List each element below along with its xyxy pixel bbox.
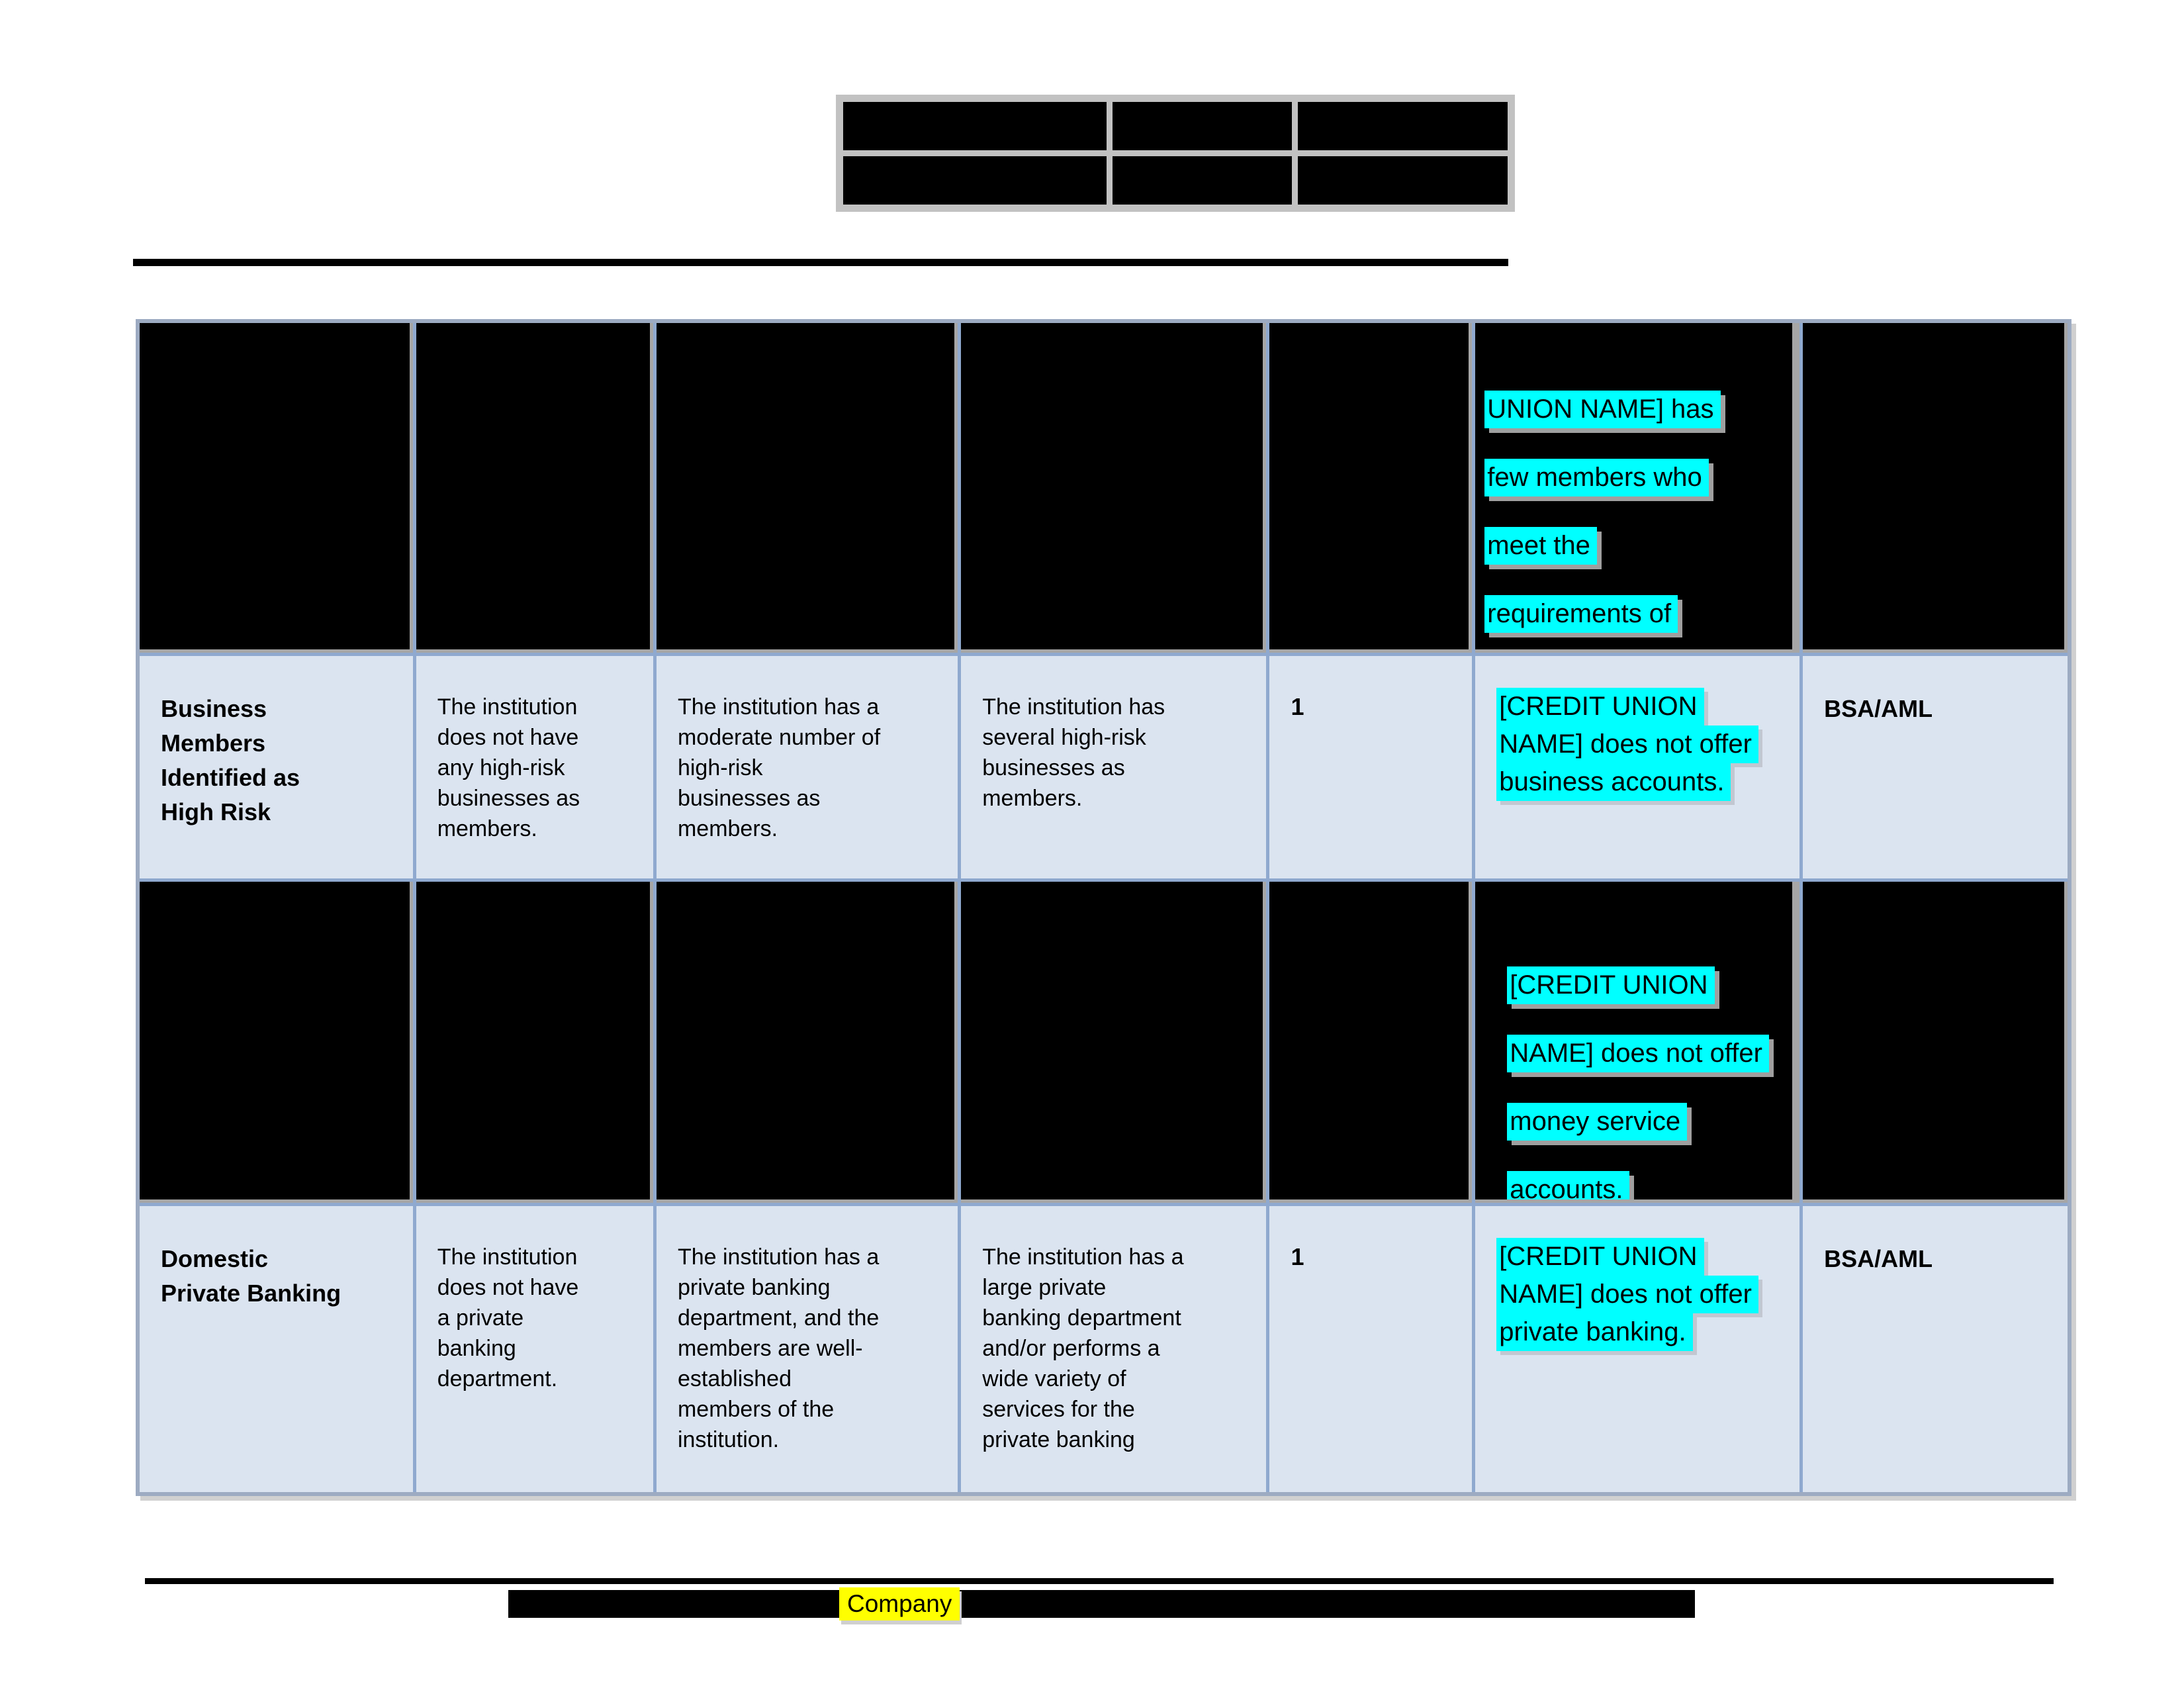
highlighted-comment-line: NAME] does not offer <box>1507 1035 1769 1073</box>
redacted-cell-with-comment: [CREDIT UNION NAME] does not offer money… <box>1475 882 1800 1203</box>
redaction-box <box>1269 882 1473 1203</box>
highlighted-comment-line: money service <box>1507 1103 1688 1141</box>
redaction-box <box>1113 102 1293 150</box>
redaction-box <box>843 102 1107 150</box>
company-highlight-label: Company <box>839 1587 960 1620</box>
program-area-label: BSA/AML <box>1803 656 2068 879</box>
comment-cell: [CREDIT UNION NAME] does not offer priva… <box>1475 1205 1800 1492</box>
highlighted-comment-line: NAME] does not offer <box>1496 1275 1758 1313</box>
highlighted-comment: [CREDIT UNION NAME] does not offer priva… <box>1496 1237 1790 1351</box>
highlighted-comment-line: [CREDIT UNION <box>1496 1237 1704 1276</box>
highlighted-comment: [CREDIT UNION NAME] does not offer money… <box>1475 912 1792 1199</box>
redaction-box <box>961 882 1267 1203</box>
risk-assessment-table: UNION NAME] has few members who meet the… <box>136 319 2071 1496</box>
highlighted-comment-line: business accounts. <box>1496 763 1731 802</box>
redaction-box <box>140 882 413 1203</box>
comment-cell: [CREDIT UNION NAME] does not offer busin… <box>1475 656 1800 879</box>
redaction-box <box>1803 323 2068 653</box>
redaction-box <box>656 323 958 653</box>
moderate-risk-description: The institution has a moderate number of… <box>656 656 958 879</box>
highlighted-comment: [CREDIT UNION NAME] does not offer busin… <box>1496 688 1790 802</box>
risk-category-label: Business Members Identified as High Risk <box>140 656 413 879</box>
footer-redaction-bar: Company <box>508 1587 1695 1620</box>
highlighted-comment-line: [CREDIT UNION <box>1496 688 1704 726</box>
high-risk-description: The institution has a large private bank… <box>961 1205 1267 1492</box>
low-risk-description: The institution does not have a private … <box>416 1205 653 1492</box>
highlighted-comment-line: [CREDIT UNION <box>1507 966 1715 1005</box>
highlighted-comment-line: few members who <box>1484 459 1709 496</box>
highlighted-comment-line: UNION NAME] has <box>1484 391 1721 428</box>
redacted-cell-with-comment: UNION NAME] has few members who meet the… <box>1475 323 1800 653</box>
high-risk-description: The institution has several high-risk bu… <box>961 656 1267 879</box>
header-redacted-table <box>836 95 1515 212</box>
risk-rating-value: 1 <box>1269 656 1473 879</box>
redaction-box <box>1113 156 1293 205</box>
highlighted-comment: UNION NAME] has few members who meet the… <box>1475 353 1792 649</box>
moderate-risk-description: The institution has a private banking de… <box>656 1205 958 1492</box>
redaction-box <box>656 882 958 1203</box>
redaction-box <box>416 323 653 653</box>
risk-rating-value: 1 <box>1269 1205 1473 1492</box>
program-area-label: BSA/AML <box>1803 1205 2068 1492</box>
header-divider-rule <box>133 259 1508 266</box>
footer-divider-rule <box>145 1578 2054 1584</box>
redaction-box <box>1803 882 2068 1203</box>
redaction-box <box>416 882 653 1203</box>
redaction-box <box>961 323 1267 653</box>
highlighted-comment-line: meet the <box>1484 527 1597 565</box>
highlighted-comment-line: requirements of <box>1484 595 1678 633</box>
redaction-box <box>1298 102 1508 150</box>
redaction-box <box>1269 323 1473 653</box>
redaction-box <box>1298 156 1508 205</box>
highlighted-comment-line: NAME] does not offer <box>1496 726 1758 764</box>
highlighted-comment-line: accounts. <box>1507 1171 1630 1199</box>
risk-category-label: Domestic Private Banking <box>140 1205 413 1492</box>
redaction-box <box>843 156 1107 205</box>
highlighted-comment-line: private banking. <box>1496 1313 1693 1351</box>
redaction-box <box>140 323 413 653</box>
low-risk-description: The institution does not have any high-r… <box>416 656 653 879</box>
